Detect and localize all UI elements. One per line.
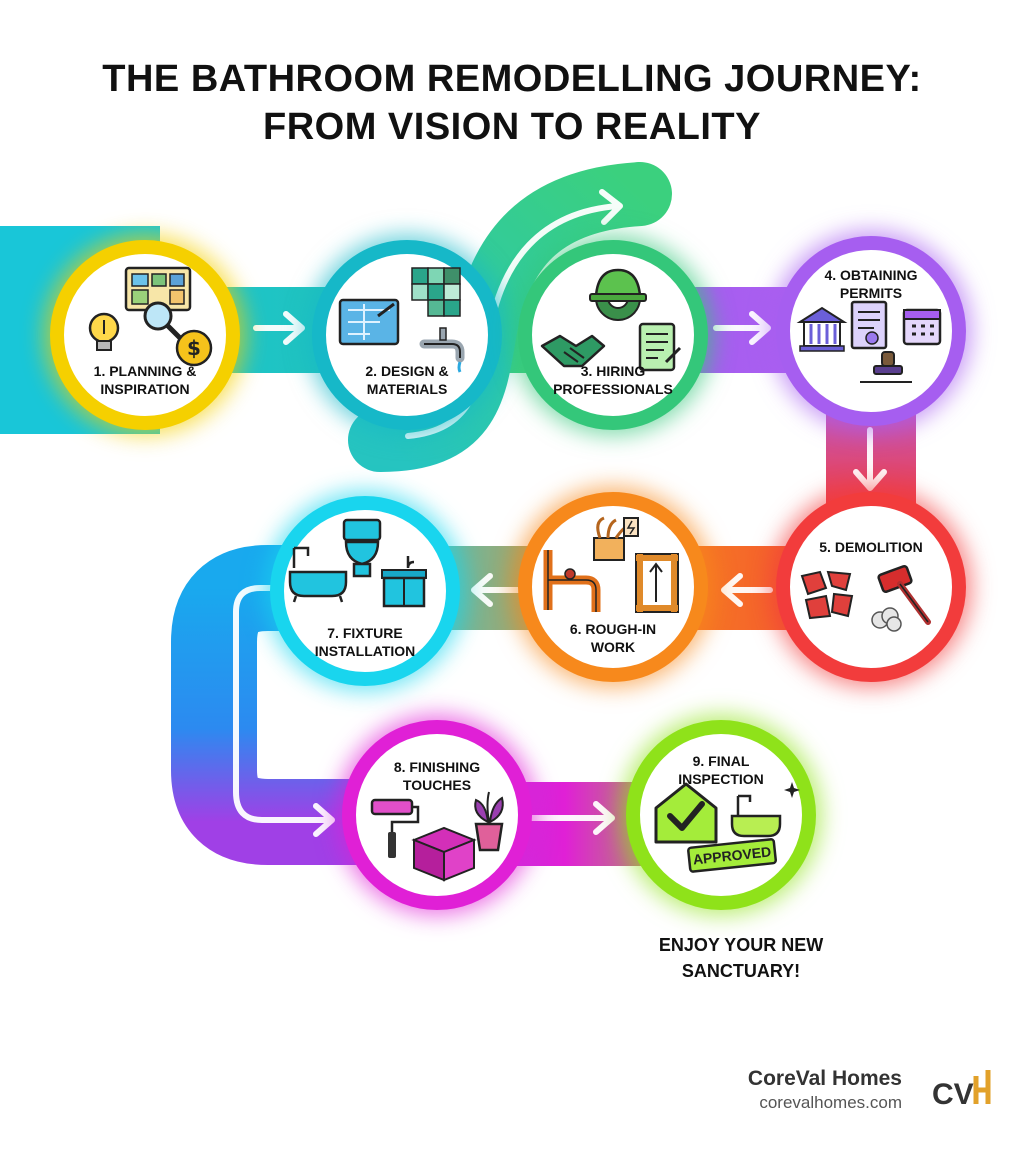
bathtub-shower-icon	[288, 546, 348, 603]
handshake-icon	[540, 334, 606, 368]
page-title: THE BATHROOM REMODELLING JOURNEY:	[102, 58, 922, 100]
step-label: 2. DESIGN &MATERIALS	[365, 363, 449, 397]
brand-block: CoreVal Homes corevalhomes.com	[712, 1066, 902, 1114]
broken-tiles-icon	[800, 570, 854, 620]
arrow-6-7	[471, 573, 529, 607]
arrow-7-8	[233, 585, 335, 837]
potted-plant-icon	[474, 791, 504, 852]
dust-cloud	[871, 607, 902, 632]
blueprint-icon	[338, 298, 400, 346]
clean-bathtub-icon	[730, 794, 782, 838]
stamp-icon	[860, 351, 912, 383]
decor-box-icon	[411, 826, 477, 882]
step-planning: $ 1. PLANNING &INSPIRATION	[50, 240, 240, 430]
step-design: 2. DESIGN &MATERIALS	[312, 240, 502, 430]
contract-scroll-icon	[638, 322, 682, 372]
brand-name: CoreVal Homes	[747, 1067, 902, 1090]
approved-stamp: APPROVED	[687, 838, 777, 873]
svg-text:CV: CV	[932, 1078, 974, 1111]
arrow-1-2	[253, 311, 305, 345]
pipes-icon	[543, 550, 601, 612]
sledgehammer-icon	[877, 565, 931, 625]
faucet-icon	[419, 327, 465, 373]
electrical-wires-icon	[593, 516, 639, 561]
hard-hat-icon	[589, 268, 647, 302]
lightbulb-icon	[88, 312, 120, 351]
svg-text:$: $	[187, 336, 201, 360]
step-demolition: 5. DEMOLITION	[776, 492, 966, 682]
wall-framing-icon	[635, 553, 679, 613]
government-building-icon	[796, 306, 848, 352]
house-check-icon	[654, 782, 718, 844]
permit-document-icon	[850, 300, 888, 350]
toilet-icon	[342, 518, 382, 578]
arrow-5-6	[721, 573, 773, 607]
arrow-8-9	[519, 801, 615, 835]
sparkle-icon	[784, 782, 800, 798]
step-label: 5. DEMOLITION	[819, 539, 923, 555]
tile-swatch-icon	[411, 267, 461, 317]
brand-url: corevalhomes.com	[759, 1093, 902, 1112]
dollar-coin-icon: $	[175, 329, 213, 367]
arrow-4-5	[853, 427, 887, 491]
vanity-sink-icon	[381, 556, 427, 608]
arrow-3-4	[713, 311, 771, 345]
brand-logo-icon: CV	[932, 1070, 991, 1111]
page-subtitle: FROM VISION TO REALITY	[263, 106, 761, 148]
calendar-icon	[902, 308, 942, 346]
step-label: 1. PLANNING &INSPIRATION	[93, 363, 197, 397]
paint-roller-icon	[370, 798, 420, 858]
